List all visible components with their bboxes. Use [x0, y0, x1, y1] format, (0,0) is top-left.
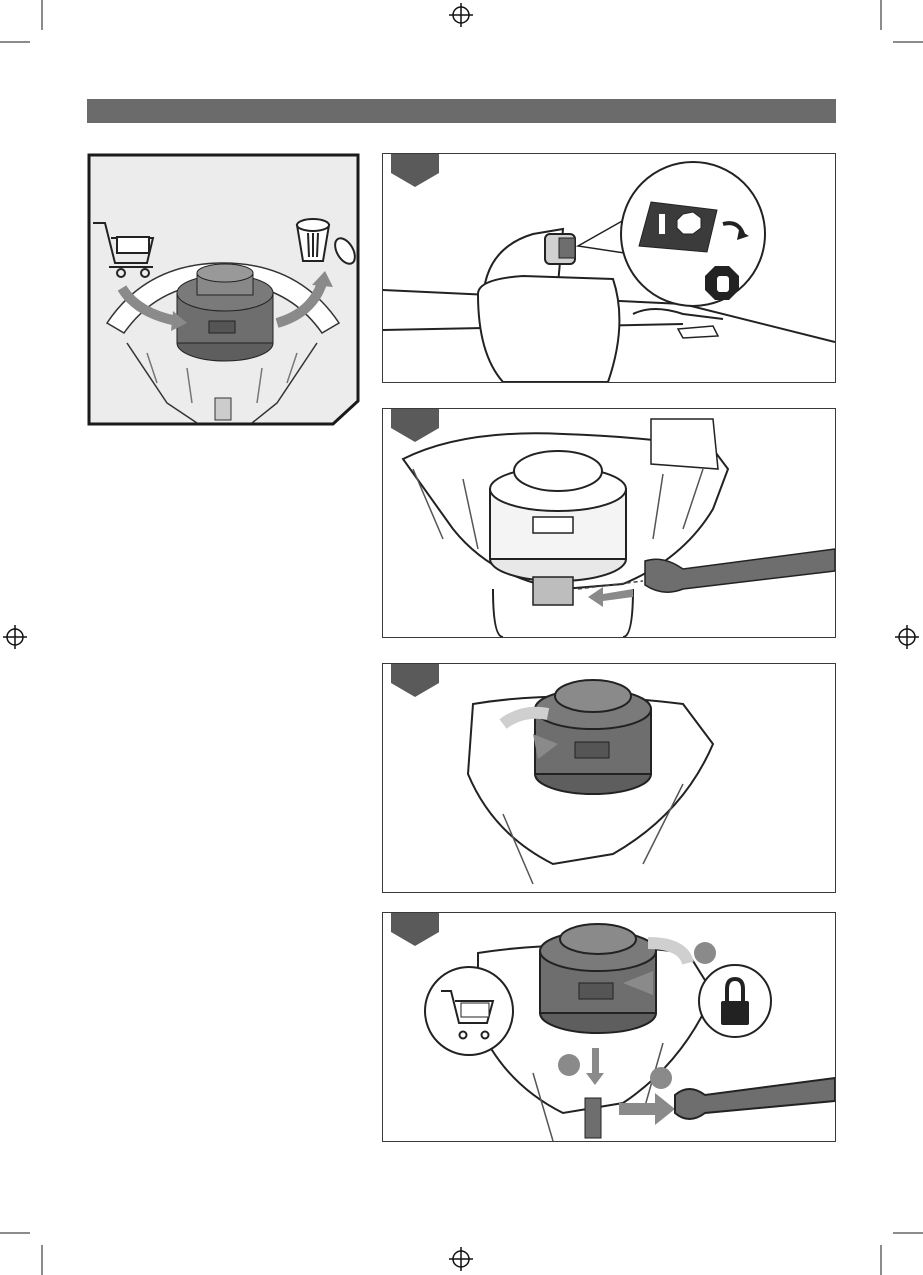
- step-4-tab: [391, 912, 439, 946]
- lock-icon: [699, 965, 771, 1037]
- registration-mark-bottom: [449, 1247, 473, 1271]
- overview-figure: [87, 153, 360, 426]
- step-3-panel: [382, 663, 836, 893]
- step-4-illustration: [383, 913, 835, 1141]
- stop-hand-icon: [705, 266, 739, 300]
- step-2-panel: [382, 408, 836, 638]
- wrench-icon: [675, 1078, 835, 1119]
- cart-icon: [425, 967, 513, 1055]
- step-1-illustration: [383, 154, 835, 382]
- step-badge-1: [694, 942, 716, 964]
- step-badge-2: [558, 1054, 580, 1076]
- step-2-illustration: [383, 409, 835, 637]
- step-2-tab: [391, 408, 439, 442]
- registration-mark-right: [895, 625, 919, 649]
- step-1-panel: [382, 153, 836, 383]
- arrow-icon: [588, 587, 633, 607]
- stop-sign-icon: [639, 202, 717, 252]
- section-header-bar: [87, 99, 836, 123]
- step-3-tab: [391, 663, 439, 697]
- spool-head: [535, 680, 651, 794]
- step-1-tab: [391, 153, 439, 187]
- registration-mark-left: [3, 625, 27, 649]
- trigger-switch-icon: [545, 234, 575, 264]
- step-3-illustration: [383, 664, 835, 892]
- step-badge-3: [650, 1067, 672, 1089]
- registration-mark-top: [449, 3, 473, 27]
- step-4-panel: [382, 912, 836, 1142]
